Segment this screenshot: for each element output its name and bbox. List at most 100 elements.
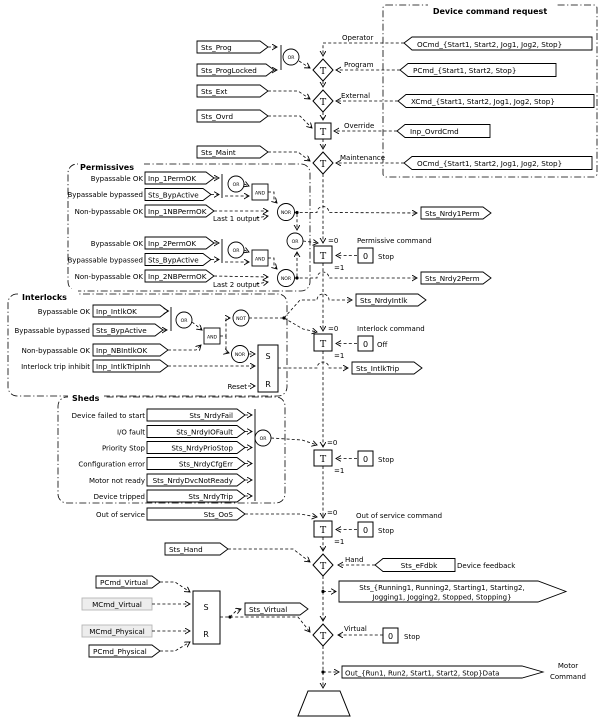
interlocks-title: Interlocks [22, 293, 67, 302]
svg-text:Configuration error: Configuration error [78, 461, 145, 469]
svg-text:Device tripped: Device tripped [94, 493, 145, 501]
sts-proglocked-tag [196, 63, 275, 77]
sts-oos-tag [146, 507, 246, 521]
sts-nrdyintlk-label: Sts_NrdyIntlk [360, 296, 408, 305]
interlocks-box [7, 293, 288, 397]
intlk-t-block [313, 333, 333, 352]
svg-text:0: 0 [363, 526, 368, 535]
permissive-command-label: Permissive command [357, 237, 432, 245]
sheds-command-block: =0 T 0 Stop =1 [313, 439, 394, 475]
svg-text:Inp_1PermOK: Inp_1PermOK [148, 174, 196, 183]
svg-text:T: T [320, 251, 327, 262]
sts-nrdy2perm-tag [420, 271, 492, 285]
interlocks-rows: Bypassable OK Inp_IntlkOK Bypassable byp… [14, 304, 169, 373]
svg-text:Non-bypassable OK: Non-bypassable OK [22, 347, 91, 355]
svg-text:0: 0 [388, 632, 393, 641]
svg-text:NOR: NOR [281, 276, 292, 282]
sts-ovrd-tag [196, 109, 269, 123]
svg-text:Inp_IntlkOK: Inp_IntlkOK [96, 307, 137, 316]
svg-text:Inp_IntlkTripInh: Inp_IntlkTripInh [96, 362, 151, 371]
svg-text:Motor not ready: Motor not ready [89, 477, 145, 485]
motor-label-line2: Command [550, 673, 586, 681]
svg-text:0: 0 [363, 340, 368, 349]
perm1-nor-gate [277, 203, 295, 221]
sts-bypactive1-tag [144, 188, 212, 201]
inp-nbintlkok-tag [92, 343, 169, 357]
svg-text:=0: =0 [328, 237, 338, 245]
permissive-command-block: =0 T Permissive command 0 Stop =1 [313, 237, 432, 272]
sts-virtual-tag [244, 602, 309, 616]
svg-text:OR: OR [292, 239, 300, 245]
external-label: External [341, 92, 370, 100]
svg-text:OR: OR [233, 182, 241, 188]
svg-text:=0: =0 [328, 325, 338, 333]
svg-text:OCmd_{Start1, Start2, Jog1, Jo: OCmd_{Start1, Start2, Jog1, Jog2, Stop} [417, 159, 562, 168]
out-of-service-row: Out of service Sts_OoS [96, 507, 317, 521]
svg-text:R: R [203, 630, 209, 639]
svg-text:Bypassable bypassed: Bypassable bypassed [67, 257, 143, 265]
svg-text:PCmd_Virtual: PCmd_Virtual [100, 578, 148, 587]
svg-text:OR: OR [181, 318, 189, 324]
svg-text:S: S [265, 352, 270, 361]
svg-text:Sts_NrdyCfgErr: Sts_NrdyCfgErr [179, 460, 233, 469]
reset-label: Reset [227, 383, 247, 391]
svg-text:I/O fault: I/O fault [117, 429, 145, 437]
svg-text:Inp_OvrdCmd: Inp_OvrdCmd [410, 127, 459, 136]
svg-text:Sts_NrdyPrioStop: Sts_NrdyPrioStop [171, 444, 233, 453]
oos-const-zero [357, 521, 374, 538]
svg-text:Sts_{Running1, Running2, Start: Sts_{Running1, Running2, Starting1, Star… [359, 584, 524, 592]
virtual-label: Virtual [344, 625, 367, 633]
device-command-request-title: Device command request [433, 7, 547, 16]
sheds-t-block [313, 449, 333, 467]
sts-intlktrip-label: Sts_IntlkTrip [356, 364, 400, 373]
svg-text:Bypassable OK: Bypassable OK [38, 308, 91, 316]
sts-proglocked-label: Sts_ProgLocked [201, 66, 257, 75]
sts-nrdyiofault-tag [146, 425, 246, 438]
perm-stop-label: Stop [378, 253, 394, 261]
ocmd1-tag [403, 36, 593, 51]
group-borders [7, 4, 598, 504]
svg-text:Inp_1NBPermOK: Inp_1NBPermOK [148, 207, 207, 216]
ocmd2-tag [403, 156, 593, 170]
device-command-request-tags: OCmd_{Start1, Start2, Jog1, Jog2, Stop} … [396, 36, 595, 170]
prog-or-gate-label: OR [288, 55, 296, 61]
maintenance-selector [312, 151, 334, 175]
sts-ovrd-label: Sts_Ovrd [201, 112, 233, 121]
svg-text:MCmd_Physical: MCmd_Physical [89, 627, 145, 636]
svg-text:T: T [320, 127, 327, 138]
pcmd-tag [399, 63, 557, 77]
motor-trapezoid [297, 690, 351, 717]
svg-text:0: 0 [363, 252, 368, 261]
mode-selector-blocks: T T T T [312, 58, 334, 175]
xcmd-tag [397, 94, 595, 108]
permissives-output-wires: OR [286, 206, 417, 280]
permissives-title: Permissives [80, 163, 134, 172]
last2-label: Last 2 output [213, 281, 260, 289]
svg-text:Priority Stop: Priority Stop [102, 445, 146, 453]
maintenance-label: Maintenance [340, 154, 385, 162]
sts-nrdydvcnotready-tag [146, 473, 246, 487]
hand-selector [312, 553, 334, 577]
svg-text:AND: AND [207, 335, 218, 341]
sts-maint-tag [196, 145, 269, 159]
svg-text:PCmd_{Start1, Start2, Stop}: PCmd_{Start1, Start2, Stop} [413, 66, 516, 75]
svg-text:=0: =0 [327, 509, 337, 517]
svg-text:Non-bypassable OK: Non-bypassable OK [75, 208, 144, 216]
virtual-section: PCmd_Virtual MCmd_Virtual MCmd_Physical … [81, 575, 420, 658]
sts-ext-label: Sts_Ext [201, 87, 228, 96]
svg-text:=0: =0 [327, 439, 337, 447]
sts-nrdy1perm-tag [420, 206, 492, 220]
intlk-or-gate [175, 311, 193, 329]
sheds-stop-label: Stop [378, 456, 394, 464]
virtual-selector [312, 623, 334, 647]
sts-nrdy1perm-label: Sts_Nrdy1Perm [425, 209, 480, 218]
svg-text:Bypassable bypassed: Bypassable bypassed [14, 327, 90, 335]
svg-text:T: T [320, 454, 327, 465]
svg-text:Sts_BypActive: Sts_BypActive [148, 191, 199, 200]
sheds-const-zero [357, 450, 374, 467]
virtual-sr-latch [192, 590, 221, 645]
svg-text:XCmd_{Start1, Start2, Jog1, Jo: XCmd_{Start1, Start2, Jog1, Jog2, Stop} [411, 97, 555, 106]
sheds-box [57, 396, 286, 504]
